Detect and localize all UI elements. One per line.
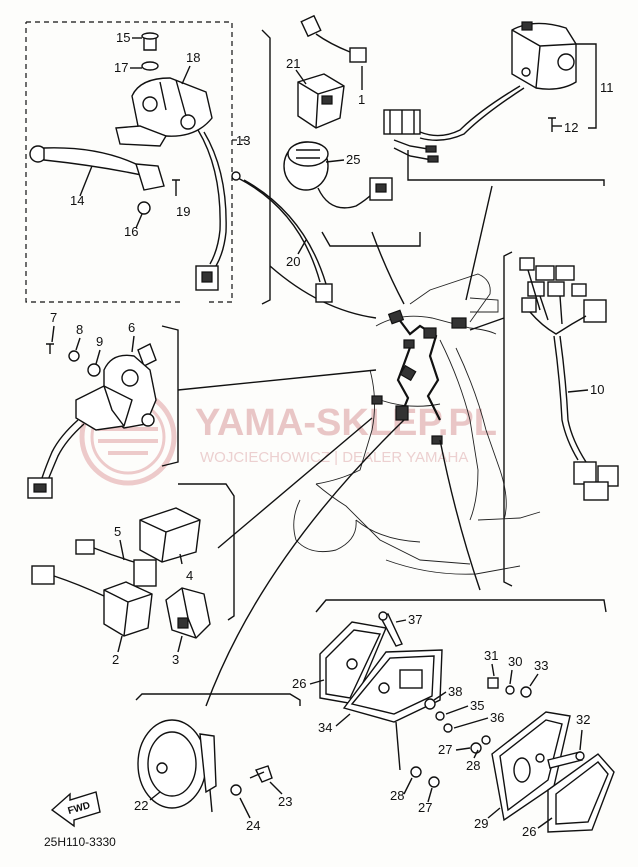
harness-part-10 [519,257,619,501]
switch-assembly-13 [29,32,227,291]
watermark: YAMA-SKLEP.PL WOJCIECHOWICZ | DEALER YAM… [79,388,497,486]
part-label-18: 18 [186,50,200,65]
part-label-17: 17 [114,60,128,75]
watermark-text: YAMA-SKLEP.PL [195,402,497,444]
part-label-21: 21 [286,56,300,71]
part-label-25: 25 [346,152,360,167]
switch-part-6 [27,343,157,499]
fwd-arrow-badge: FWD [50,791,101,828]
part-label-31: 31 [484,648,498,663]
part-label-4: 4 [186,568,193,583]
leader-lines [177,185,505,707]
part-label-22: 22 [134,798,148,813]
part-label-27-top: 27 [438,742,452,757]
part-label-28-right: 28 [466,758,480,773]
part-label-13: 13 [236,133,250,148]
part-label-36: 36 [490,710,504,725]
relay-part-21 [297,73,345,129]
part-label-34: 34 [318,720,332,735]
horn-part-22 [137,719,273,813]
part-label-24: 24 [246,818,260,833]
scooter-outline [293,273,541,575]
part-label-14: 14 [70,193,84,208]
connector-part-1 [300,14,367,90]
part-label-33: 33 [534,658,548,673]
part-label-9: 9 [96,334,103,349]
part-label-28-left: 28 [390,788,404,803]
part-label-8: 8 [76,322,83,337]
part-label-3: 3 [172,652,179,667]
part-label-12: 12 [564,120,578,135]
group-frames [25,21,607,706]
relay-part-3 [165,587,211,639]
part-label-37: 37 [408,612,422,627]
switch-part-11 [383,21,597,163]
part-label-23: 23 [278,794,292,809]
unit-part-25 [283,141,393,209]
part-label-19: 19 [176,204,190,219]
part-label-15: 15 [116,30,130,45]
part-label-38: 38 [448,684,462,699]
part-labels: 15 17 18 13 14 19 16 20 21 1 25 11 12 7 … [50,30,614,839]
drawing-code: 25H110-3330 [44,835,116,849]
part-label-30: 30 [508,654,522,669]
part-label-6: 6 [128,320,135,335]
part-label-11: 11 [600,80,614,95]
taillight-assembly [319,611,615,833]
part-label-2: 2 [112,652,119,667]
part-label-26-base: 26 [292,676,306,691]
watermark-subtext: WOJCIECHOWICZ | DEALER YAMAHA [200,449,468,466]
part-label-16: 16 [124,224,138,239]
relay-part-4 [139,507,201,565]
part-label-10: 10 [590,382,604,397]
part-label-27-bottom: 27 [418,800,432,815]
relay-part-2 [31,565,153,637]
cable-part-20 [231,171,333,303]
part-label-26-lens: 26 [522,824,536,839]
part-label-7: 7 [50,310,57,325]
part-label-20: 20 [286,254,300,269]
part-label-29: 29 [474,816,488,831]
connector-part-5 [75,539,157,587]
part-label-5: 5 [114,524,121,539]
part-label-1: 1 [358,92,365,107]
part-label-35: 35 [470,698,484,713]
part-label-32: 32 [576,712,590,727]
